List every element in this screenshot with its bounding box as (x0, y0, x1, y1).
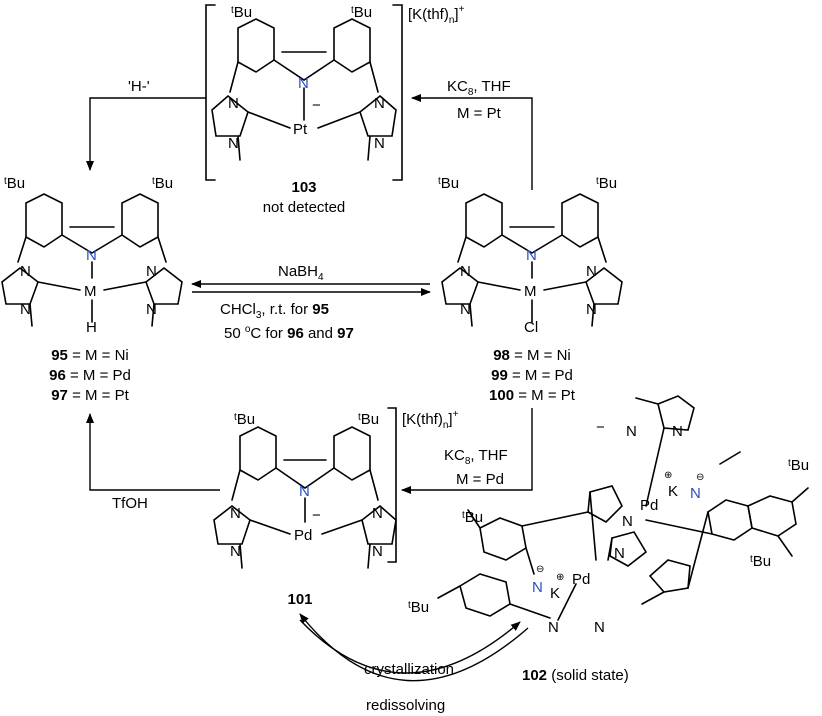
tbu-label: tBu (750, 553, 771, 570)
condition-hydride: 'H-' (128, 78, 150, 95)
condition-m-pd: M = Pd (456, 471, 504, 488)
condition-m-pt: M = Pt (457, 105, 502, 122)
ring-n-atom: N (228, 135, 239, 152)
charge-sign: − (312, 507, 321, 524)
tbu-label: tBu (231, 4, 252, 21)
tbu-label: tBu (408, 599, 429, 616)
condition-crystallization: crystallization (364, 661, 454, 678)
compound-series-right: 98 = M = Ni 99 = M = Pd 100 = M = Pt (489, 347, 576, 404)
condition-temperature: 50 oC for 96 and 97 (224, 324, 354, 342)
compound-line: 99 = M = Pd (491, 367, 573, 384)
ring-n-atom: N (146, 263, 157, 280)
compound-label-102: 102 (solid state) (522, 667, 629, 684)
tbu-label: tBu (152, 175, 173, 192)
tbu-label: tBu (462, 509, 483, 526)
metal-atom: Pt (293, 121, 308, 138)
ring-n-atom: N (228, 95, 239, 112)
arrow-kc8-pt (411, 94, 533, 190)
condition-nabh4: NaBH4 (278, 263, 324, 283)
hydride-atom: H (86, 319, 97, 336)
compound-line: 96 = M = Pd (49, 367, 131, 384)
arrow-tfoh (86, 413, 220, 491)
ring-n-atom: N (374, 135, 385, 152)
compound-number-103: 103 (291, 179, 316, 196)
tbu-label: tBu (358, 411, 379, 428)
nitrogen-core-atom: N (299, 483, 310, 500)
ring-n-atom: N (372, 543, 383, 560)
ring-n-atom: N (586, 263, 597, 280)
compound-line: 97 = M = Pt (51, 387, 129, 404)
charge-sign: − (312, 97, 321, 114)
nitrogen-core-atom: N (532, 579, 543, 596)
nitrogen-core-atom: N (298, 75, 309, 92)
cation-charge: ⊕ (664, 470, 672, 481)
condition-redissolving: redissolving (366, 697, 445, 714)
ring-n-atom: N (230, 543, 241, 560)
arrow-crystallization (299, 619, 521, 674)
ring-n-atom: N (146, 301, 157, 318)
arrow-redissolving (299, 613, 529, 682)
chloride-atom: Cl (524, 319, 538, 336)
compound-series-left: 95 = M = Ni 96 = M = Pd 97 = M = Pt (49, 347, 131, 404)
ring-n-atom: N (460, 263, 471, 280)
potassium-atom: K (668, 483, 678, 500)
ring-n-atom: N (622, 513, 633, 530)
condition-kc8-thf-pd: KC8, THF (444, 447, 508, 467)
tbu-label: tBu (351, 4, 372, 21)
compound-line: 100 = M = Pt (489, 387, 576, 404)
condition-tfoh: TfOH (112, 495, 148, 512)
counterion-label: [K(thf)n]+ (408, 4, 465, 26)
compound-95-97-structure (1, 193, 183, 327)
anion-charge: ⊖ (696, 472, 704, 483)
potassium-atom: K (550, 585, 560, 602)
counterion-label: [K(thf)n]+ (402, 409, 459, 431)
nitrogen-core-atom: N (526, 247, 537, 264)
metal-atom: M (524, 283, 537, 300)
arrow-hydride (86, 97, 206, 171)
ring-n-atom: N (548, 619, 559, 636)
n-methyl-label: − (596, 419, 605, 436)
compound-number-101: 101 (287, 591, 312, 608)
compound-line: 98 = M = Ni (493, 347, 571, 364)
condition-kc8-thf: KC8, THF (447, 78, 511, 98)
cation-charge: ⊕ (556, 572, 564, 583)
compound-98-100-structure (441, 193, 623, 327)
ring-n-atom: N (594, 619, 605, 636)
anion-charge: ⊖ (536, 564, 544, 575)
tbu-label: tBu (234, 411, 255, 428)
compound-line: 95 = M = Ni (51, 347, 129, 364)
ring-n-atom: N (672, 423, 683, 440)
compound-102-structure (437, 395, 809, 621)
nitrogen-core-atom: N (690, 485, 701, 502)
nitrogen-core-atom: N (86, 247, 97, 264)
metal-atom: Pd (640, 497, 658, 514)
ring-n-atom: N (374, 95, 385, 112)
ring-n-atom: N (372, 505, 383, 522)
ring-n-atom: N (626, 423, 637, 440)
ring-n-atom: N (460, 301, 471, 318)
ring-n-atom: N (230, 505, 241, 522)
compound-103-structure (205, 4, 403, 181)
tbu-label: tBu (438, 175, 459, 192)
tbu-label: tBu (788, 457, 809, 474)
ring-n-atom: N (20, 263, 31, 280)
arrow-kc8-pd (401, 408, 533, 494)
ring-n-atom: N (614, 545, 625, 562)
ring-n-atom: N (20, 301, 31, 318)
tbu-label: tBu (596, 175, 617, 192)
metal-atom: Pd (294, 527, 312, 544)
condition-chcl3: CHCl3, r.t. for 95 (220, 301, 329, 321)
compound-101-structure (213, 407, 397, 569)
metal-atom: M (84, 283, 97, 300)
tbu-label: tBu (4, 175, 25, 192)
compound-note-103: not detected (263, 199, 346, 216)
ring-n-atom: N (586, 301, 597, 318)
metal-atom: Pd (572, 571, 590, 588)
